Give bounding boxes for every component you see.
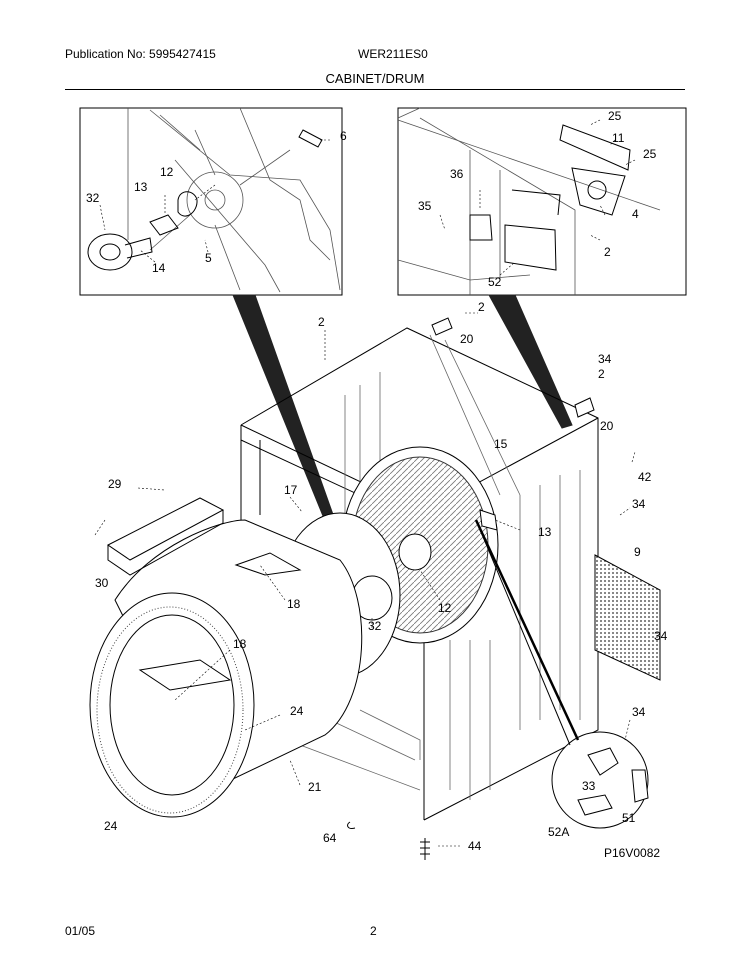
callout-9: 9 bbox=[634, 545, 641, 559]
callout-29: 29 bbox=[108, 477, 122, 491]
inset-switch-detail bbox=[551, 731, 649, 829]
part-13-bracket bbox=[149, 214, 179, 236]
callout-24: 24 bbox=[290, 704, 304, 718]
part-52-terminal-block bbox=[504, 224, 557, 271]
callout-33: 33 bbox=[582, 779, 596, 793]
inset-rear-drum-support bbox=[79, 107, 343, 296]
inset-heater-cover bbox=[397, 107, 687, 296]
callout-34: 34 bbox=[632, 497, 646, 511]
callout-52a: 52A bbox=[548, 825, 569, 839]
part-12-bearing bbox=[177, 191, 198, 217]
part-11-bracket bbox=[559, 124, 631, 171]
part-6 bbox=[298, 129, 323, 148]
callout-20: 20 bbox=[600, 419, 614, 433]
part-20-bracket bbox=[574, 397, 595, 418]
part-44-leg bbox=[420, 838, 430, 860]
callout-12: 12 bbox=[160, 165, 174, 179]
callout-32: 32 bbox=[86, 191, 100, 205]
callout-18: 18 bbox=[233, 637, 247, 651]
callout-18: 18 bbox=[287, 597, 301, 611]
callout-30: 30 bbox=[95, 576, 109, 590]
part-36-thermostat bbox=[469, 214, 493, 241]
callout-2: 2 bbox=[604, 245, 611, 259]
footer-date: 01/05 bbox=[65, 924, 96, 938]
section-title: CABINET/DRUM bbox=[325, 71, 425, 86]
callout-64: 64 bbox=[323, 831, 337, 845]
callout-34: 34 bbox=[598, 352, 612, 366]
callout-13: 13 bbox=[134, 180, 148, 194]
part-51-cam bbox=[631, 769, 649, 803]
callout-2: 2 bbox=[598, 367, 605, 381]
callout-4: 4 bbox=[632, 207, 639, 221]
callout-36: 36 bbox=[450, 167, 464, 181]
callout-24: 24 bbox=[104, 819, 118, 833]
callout-42: 42 bbox=[638, 470, 652, 484]
callout-34: 34 bbox=[632, 705, 646, 719]
callout-5: 5 bbox=[205, 251, 212, 265]
header-rule bbox=[65, 89, 685, 90]
model-number: WER211ES0 bbox=[358, 47, 428, 61]
callout-14: 14 bbox=[152, 261, 166, 275]
callout-25: 25 bbox=[643, 147, 657, 161]
callout-21: 21 bbox=[308, 780, 322, 794]
part-32-roller bbox=[87, 233, 133, 271]
callout-2: 2 bbox=[478, 300, 485, 314]
callout-25: 25 bbox=[608, 109, 622, 123]
part-64-clip bbox=[347, 821, 356, 829]
callout-51: 51 bbox=[622, 811, 636, 825]
part-12-bearing bbox=[398, 533, 432, 571]
part-4-cover bbox=[571, 167, 626, 216]
callout-20: 20 bbox=[460, 332, 474, 346]
page-number: 2 bbox=[370, 924, 377, 938]
publication-number: Publication No: 5995427415 bbox=[65, 47, 216, 61]
callout-12: 12 bbox=[438, 601, 452, 615]
callout-34: 34 bbox=[654, 629, 668, 643]
callout-44: 44 bbox=[468, 839, 482, 853]
callout-17: 17 bbox=[284, 483, 298, 497]
part-20-bracket bbox=[431, 317, 453, 336]
part-33-switch bbox=[587, 747, 619, 776]
callout-52: 52 bbox=[488, 275, 502, 289]
part-52a-block bbox=[577, 794, 613, 816]
part-24-felt-seal bbox=[96, 606, 244, 814]
cabinet-top bbox=[240, 327, 599, 470]
image-code: P16V0082 bbox=[604, 846, 660, 860]
part-9-grille bbox=[594, 554, 661, 681]
part-13-bracket bbox=[479, 509, 498, 531]
callout-13: 13 bbox=[538, 525, 552, 539]
cabinet-front-edge bbox=[240, 425, 425, 820]
callout-11: 11 bbox=[612, 131, 625, 145]
callout-6: 6 bbox=[340, 129, 347, 143]
callout-35: 35 bbox=[418, 199, 432, 213]
callout-32: 32 bbox=[368, 619, 382, 633]
part-18-baffle bbox=[234, 552, 302, 576]
callout-2: 2 bbox=[318, 315, 325, 329]
callout-15: 15 bbox=[494, 437, 508, 451]
